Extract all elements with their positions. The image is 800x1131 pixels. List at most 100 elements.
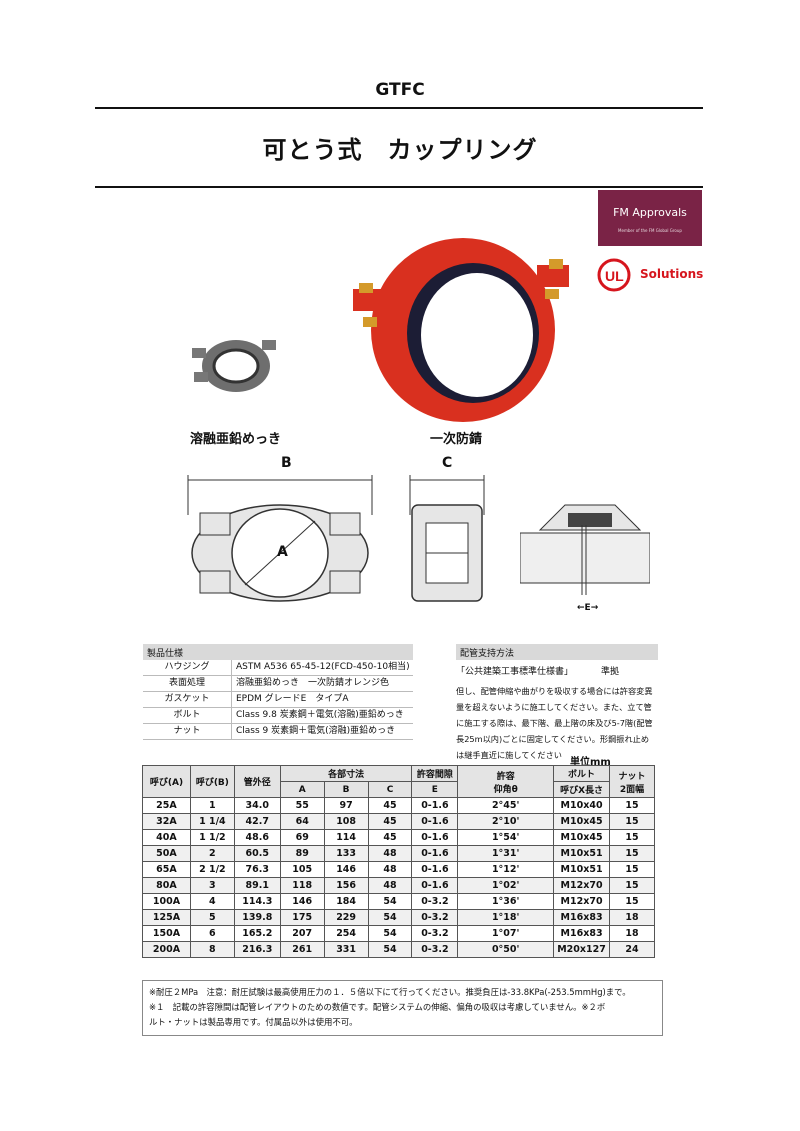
table-cell: 6 [189,925,235,942]
table-cell: 48 [367,845,413,862]
table-cell: 331 [323,941,369,958]
top-rule [95,107,703,109]
header-dimensions: 各部寸法 [279,765,413,782]
table-cell: 1 [189,797,235,814]
table-cell: 64 [279,813,325,830]
table-cell: 2°10' [457,813,555,830]
spec-key: ボルト [143,708,232,723]
spec-row: 表面処理溶融亜鉛めっき 一次防錆オレンジ色 [143,676,413,692]
table-cell: 133 [323,845,369,862]
table-cell: 0-1.6 [411,877,459,894]
support-basis: 準拠 [601,667,620,677]
spec-value: 溶融亜鉛めっき 一次防錆オレンジ色 [236,678,390,688]
table-cell: 24 [609,941,655,958]
table-cell: 1 1/2 [189,829,235,846]
table-cell: 216.3 [233,941,281,958]
table-cell: 0°50' [457,941,555,958]
support-note-line: 長25m以内)ごとに固定してください。形鋼振れ止め [456,734,650,744]
dim-label-c: C [442,455,453,471]
table-cell: 15 [609,829,655,846]
table-cell: 48 [367,861,413,878]
spec-row: ナット Class 9 炭素鋼＋電気(溶融)亜鉛めっき [143,724,413,740]
table-cell: 0-1.6 [411,829,459,846]
header-angle: 許容仰角θ [457,765,555,798]
header-a: A [279,781,325,798]
fm-approvals-logo: FM Approvals Member of the FM Global Gro… [598,190,702,246]
support-note-line: 但し、配管伸縮や曲がりを吸収する場合には許容変異 [456,686,653,696]
product-model: GTFC [375,80,425,100]
header-angle-line2: 仰角θ [493,784,518,795]
table-cell: 18 [609,909,655,926]
table-cell: 69 [279,829,325,846]
table-cell: 165.2 [233,925,281,942]
table-cell: 118 [279,877,325,894]
spec-key: ハウジング [143,660,232,675]
support-note: 但し、配管伸縮や曲がりを吸収する場合には許容変異 量を超えないように施工してくだ… [456,683,658,763]
table-cell: 1 1/4 [189,813,235,830]
table-cell: 0-3.2 [411,925,459,942]
table-cell: M10x45 [553,829,611,846]
spec-key: 表面処理 [143,676,232,691]
support-standard-line: 「公共建築工事標準仕様書」 準拠 [456,664,658,677]
header-nut-line2: 2面幅 [619,784,645,795]
table-cell: 8 [189,941,235,958]
table-cell: 100A [142,893,191,910]
table-cell: 0-3.2 [411,909,459,926]
table-cell: 0-3.2 [411,893,459,910]
table-cell: 114 [323,829,369,846]
table-cell: 45 [367,797,413,814]
table-cell: 32A [142,813,191,830]
header-nut-line1: ナット [618,771,646,782]
table-cell: 15 [609,861,655,878]
support-note-line: 量を超えないように施工してください。また、立て管 [456,702,652,712]
header-outer-diameter: 管外径 [233,765,281,798]
table-cell: M20x127 [553,941,611,958]
footnote-line: ※耐圧２MPa 注意：耐圧試験は最高使用圧力の１．５倍以下にて行ってください。推… [149,987,631,997]
table-cell: M12x70 [553,893,611,910]
table-cell: M10x40 [553,797,611,814]
table-cell: 3 [189,877,235,894]
table-cell: 1°54' [457,829,555,846]
table-cell: 54 [367,925,413,942]
header-bolt-size: 呼びX長さ [553,781,611,798]
table-cell: 146 [279,893,325,910]
header-c: C [367,781,413,798]
footnote-line: ルト・ナットは製品専用です。付属品以外は使用不可。 [149,1017,358,1027]
table-cell: M16x83 [553,925,611,942]
dim-label-a: A [277,544,288,560]
table-cell: 76.3 [233,861,281,878]
table-cell: 1°18' [457,909,555,926]
spec-value: Class 9 炭素鋼＋電気(溶融)亜鉛めっき [236,726,396,736]
table-cell: 261 [279,941,325,958]
ul-logo-text: Solutions [640,267,704,281]
support-note-line: は継手直近に施してください [456,750,562,760]
table-cell: 125A [142,909,191,926]
table-cell: 15 [609,797,655,814]
table-cell: 15 [609,877,655,894]
table-cell: 60.5 [233,845,281,862]
table-cell: 89.1 [233,877,281,894]
table-cell: 80A [142,877,191,894]
header-b: B [323,781,369,798]
spec-key: ナット [143,724,232,739]
table-cell: M10x45 [553,813,611,830]
support-standard: 「公共建築工事標準仕様書」 [456,667,574,677]
table-cell: 50A [142,845,191,862]
table-cell: M12x70 [553,877,611,894]
table-cell: 65A [142,861,191,878]
fm-logo-text: FM Approvals [613,206,687,219]
table-cell: M10x51 [553,861,611,878]
table-cell: 0-1.6 [411,861,459,878]
table-cell: 15 [609,845,655,862]
